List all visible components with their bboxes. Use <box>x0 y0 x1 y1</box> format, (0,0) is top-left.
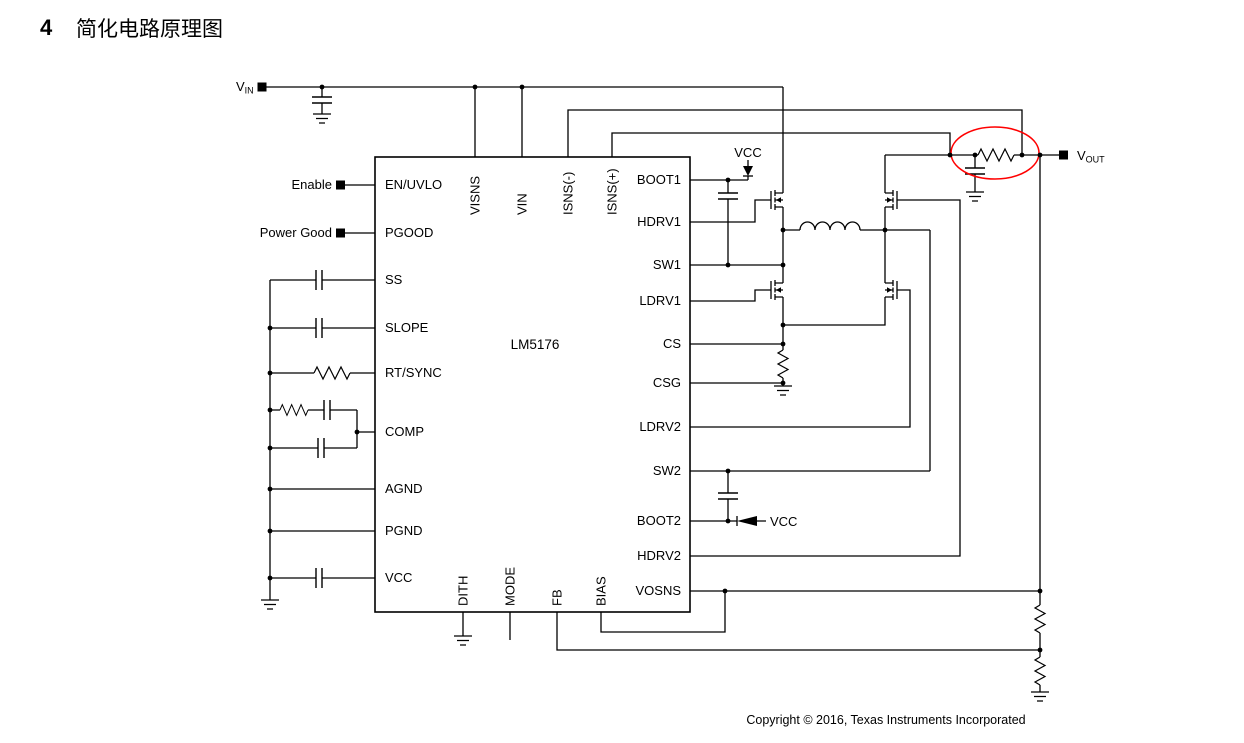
isns-lines <box>567 109 1023 157</box>
pin-label-visns: VISNS <box>468 176 483 215</box>
vout-pad <box>1059 150 1068 160</box>
cs-shunt-resistor <box>777 349 789 379</box>
pin-label-hdrv2: HDRV2 <box>637 548 681 563</box>
section-title: 简化电路原理图 <box>76 17 223 41</box>
dith-ground <box>453 635 473 646</box>
left-bus-ground <box>260 599 280 610</box>
pin-label-sw1: SW1 <box>653 257 681 272</box>
rt-sync-resistor <box>313 366 351 380</box>
comp-capacitor-1 <box>323 399 331 421</box>
pin-label-mode: MODE <box>503 567 518 606</box>
bottom-network <box>453 591 1040 651</box>
boot2-capacitor <box>717 492 739 500</box>
feedback-resistor-bottom <box>1034 656 1046 686</box>
pin-label-fb: FB <box>550 589 565 606</box>
pin-label-bias: BIAS <box>594 576 609 606</box>
vout-label: VOUT <box>1077 148 1105 165</box>
cs-ground <box>773 385 793 396</box>
output-cap-ground <box>965 191 985 202</box>
pin-label-rt-sync: RT/SYNC <box>385 365 442 380</box>
pin-label-dith: DITH <box>456 576 471 606</box>
pin-label-ss: SS <box>385 272 403 287</box>
input-cap-ground <box>312 113 332 124</box>
power-good-pad <box>336 228 345 238</box>
pin-label-csg: CSG <box>653 375 681 390</box>
vin-label: VIN <box>236 79 254 96</box>
pin-label-cs: CS <box>663 336 681 351</box>
feedback-resistor-top <box>1034 604 1046 634</box>
comp-capacitor-2 <box>317 437 325 459</box>
pin-label-comp: COMP <box>385 424 424 439</box>
mosfet-q3 <box>884 185 907 215</box>
ic-body <box>374 156 691 613</box>
comp-resistor <box>279 404 309 416</box>
left-network <box>260 269 375 610</box>
pin-label-isns-plus: ISNS(+) <box>605 168 620 215</box>
pin-label-vosns: VOSNS <box>635 583 681 598</box>
pin-label-isns-minus: ISNS(-) <box>561 172 576 215</box>
pin-label-en-uvlo: EN/UVLO <box>385 177 442 192</box>
ic-part-number: LM5176 <box>511 337 560 352</box>
boot1-capacitor <box>717 192 739 200</box>
pin-label-hdrv1: HDRV1 <box>637 214 681 229</box>
vin-pad <box>257 82 267 92</box>
pin-label-agnd: AGND <box>385 481 423 496</box>
vin-rail: VIN <box>236 79 784 186</box>
power-good-label: Power Good <box>260 225 332 240</box>
pin-label-pgnd: PGND <box>385 523 423 538</box>
vcc-capacitor <box>315 567 323 589</box>
output-network: VOUT <box>690 126 1105 702</box>
copyright-notice: Copyright © 2016, Texas Instruments Inco… <box>746 713 1025 727</box>
pin-label-pgood: PGOOD <box>385 225 433 240</box>
current-sense-resistor <box>977 148 1015 162</box>
pin-label-boot1: BOOT1 <box>637 172 681 187</box>
inductor <box>799 221 861 231</box>
enable-label: Enable <box>292 177 332 192</box>
section-number: 4 <box>40 15 53 40</box>
pin-label-sw2: SW2 <box>653 463 681 478</box>
feedback-ground <box>1030 691 1050 702</box>
junction-dots <box>267 84 1043 653</box>
pin-label-ldrv1: LDRV1 <box>639 293 681 308</box>
slope-capacitor <box>315 317 323 339</box>
pin-label-boot2: BOOT2 <box>637 513 681 528</box>
mosfet-q2 <box>761 275 784 305</box>
mosfet-q1 <box>761 185 784 215</box>
ss-capacitor <box>315 269 323 291</box>
input-capacitor <box>311 96 333 104</box>
enable-pad <box>336 180 345 190</box>
enable-pgood: Enable Power Good <box>260 177 375 240</box>
power-stage: VCC VCC <box>690 145 961 557</box>
pin-label-vcc: VCC <box>385 570 412 585</box>
pin-label-vin: VIN <box>515 193 530 215</box>
vcc-label-boot2: VCC <box>770 514 797 529</box>
boot2-diode <box>737 516 757 526</box>
vcc-label-boot1: VCC <box>734 145 761 160</box>
pin-label-ldrv2: LDRV2 <box>639 419 681 434</box>
mosfet-q4 <box>884 275 907 305</box>
pin-label-slope: SLOPE <box>385 320 429 335</box>
boot1-diode <box>743 166 753 176</box>
